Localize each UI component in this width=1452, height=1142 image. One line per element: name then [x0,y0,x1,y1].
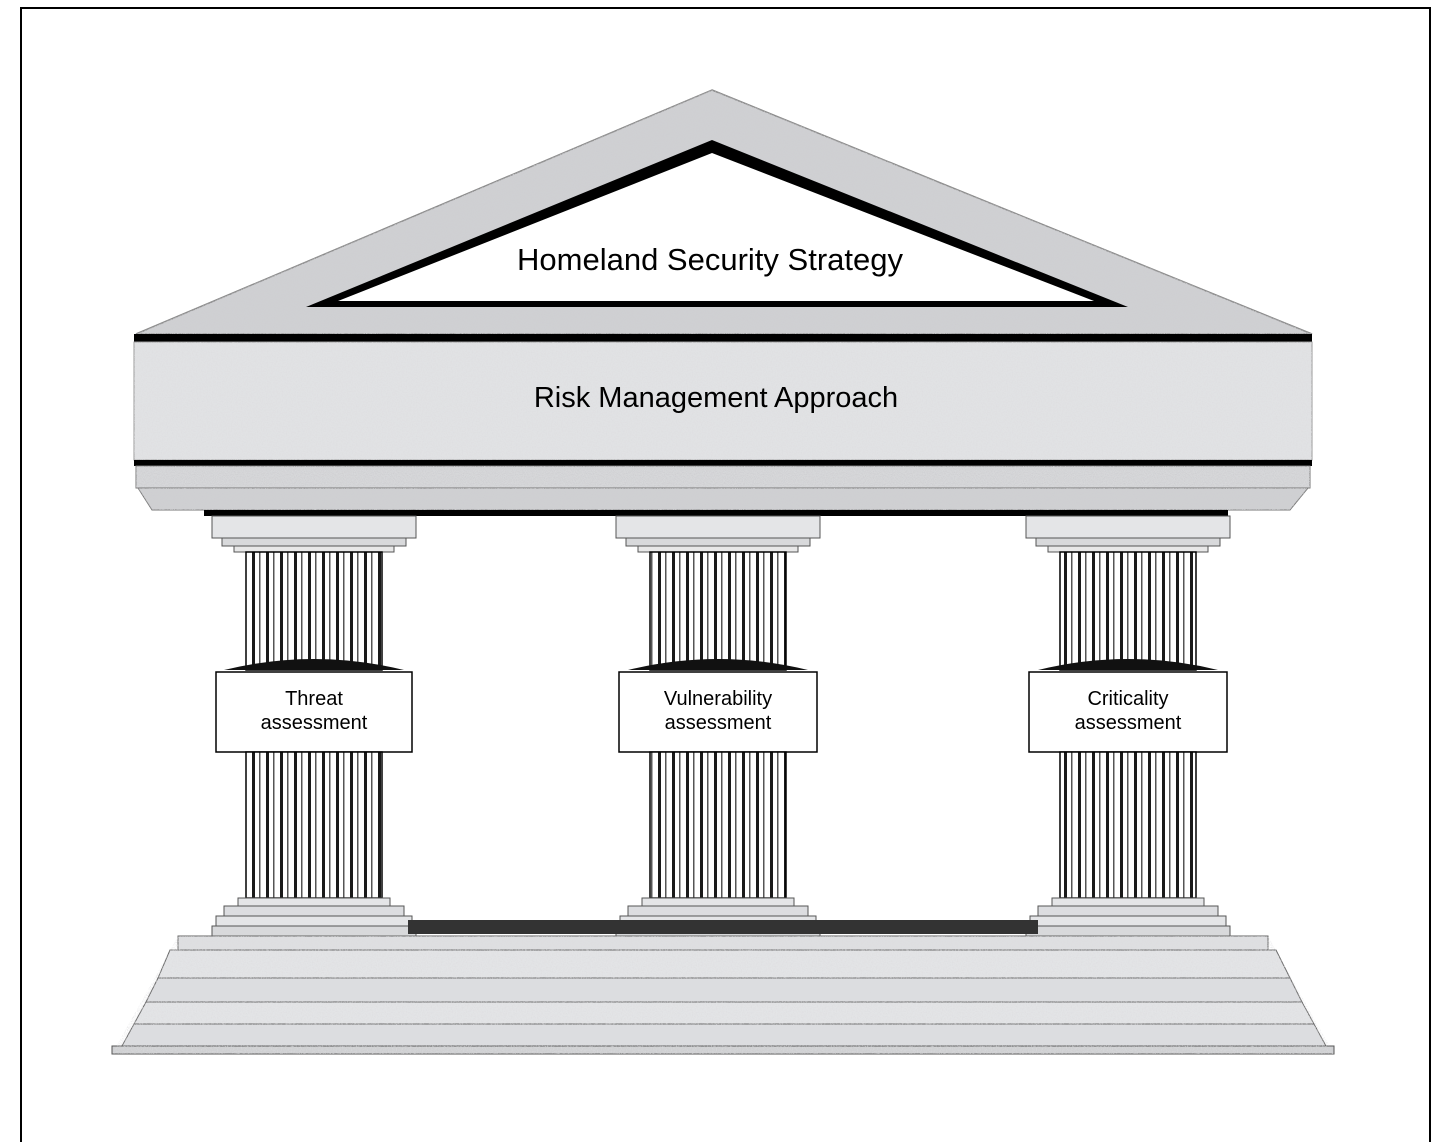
pillar-label-box [215,671,413,753]
pillar-label-box [1028,671,1228,753]
pillar-label-line1: Vulnerability [664,688,772,710]
pillar-label-line2: assessment [665,712,772,734]
entablature-label: Risk Management Approach [534,382,898,414]
pillar-label-line2: assessment [1075,712,1182,734]
pillar-label-box [618,671,818,753]
entablature [133,334,1313,516]
temple-base [111,920,1335,1055]
pillar-label-line2: assessment [261,712,368,734]
figure-border [20,7,1431,1142]
pediment-roof [135,89,1313,335]
pillar-label-line1: Threat [285,688,343,710]
pillar-label-line1: Criticality [1087,688,1168,710]
roof-label: Homeland Security Strategy [517,242,903,277]
